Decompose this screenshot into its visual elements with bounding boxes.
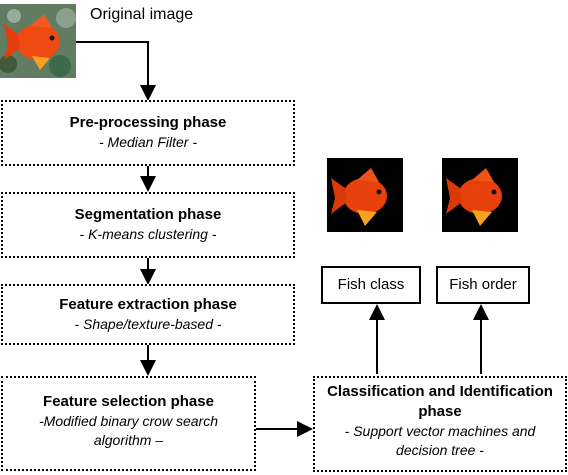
preprocessing-phase-box: Pre-processing phase - Median Filter - xyxy=(1,100,295,166)
phase-title: Segmentation phase xyxy=(74,206,222,223)
feature-extraction-phase-box: Feature extraction phase - Shape/texture… xyxy=(1,284,295,345)
original-fish-image xyxy=(0,4,76,78)
feature-selection-phase-box: Feature selection phase -Modified binary… xyxy=(1,376,256,471)
phase-method: - Shape/texture-based - xyxy=(74,316,222,332)
phase-method: -Modified binary crow search algorithm – xyxy=(39,413,218,448)
classification-phase-box: Classification and Identification phase … xyxy=(313,376,567,472)
fish-order-box: Fish order xyxy=(436,266,530,304)
segmented-fish-image-class xyxy=(327,158,403,232)
arrow-original-to-preprocessing xyxy=(75,41,156,101)
original-image-label: Original image xyxy=(90,6,194,23)
phase-method: - Support vector machines and decision t… xyxy=(344,423,536,458)
phase-title: Feature selection phase xyxy=(43,393,214,410)
segmentation-phase-box: Segmentation phase - K-means clustering … xyxy=(1,192,295,258)
phase-method: - Median Filter - xyxy=(98,134,198,150)
phase-title: Pre-processing phase xyxy=(69,114,227,131)
phase-method: - K-means clustering - xyxy=(79,226,217,242)
fish-class-box: Fish class xyxy=(321,266,421,304)
phase-title: Feature extraction phase xyxy=(59,296,237,313)
segmented-fish-image-order xyxy=(442,158,518,232)
phase-title: Classification and Identification phase xyxy=(327,383,553,420)
